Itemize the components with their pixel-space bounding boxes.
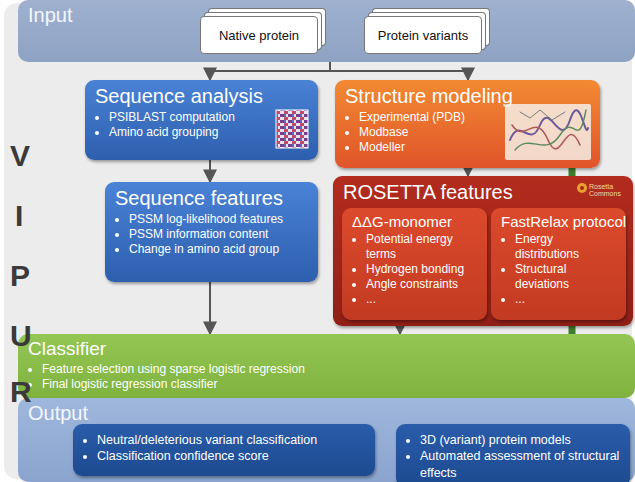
text-group: Sequence analysisPSIBLAST computationAmi… bbox=[95, 85, 308, 140]
box-title: Classifier bbox=[28, 338, 625, 360]
bullet-text: ... bbox=[515, 292, 616, 307]
bullet-text: PSSM information content bbox=[129, 227, 308, 242]
card-text: Native protein bbox=[219, 28, 299, 43]
flow-arrow bbox=[209, 160, 211, 182]
box-title: Structure modeling bbox=[345, 85, 590, 108]
bullet-list: PSSM log-likelihood featuresPSSM informa… bbox=[115, 212, 308, 257]
bullet-text: Change in amino acid group bbox=[129, 242, 308, 257]
bullet-list: 3D (variant) protein modelsAutomated ass… bbox=[406, 432, 620, 481]
rosetta-logo-icon bbox=[577, 183, 587, 193]
text-group: Native protein bbox=[219, 28, 299, 43]
card-text: Protein variants bbox=[378, 28, 468, 43]
protein-structure-icon bbox=[505, 104, 591, 160]
bullet-list: Potential energy termsHydrogen bondingAn… bbox=[352, 232, 477, 307]
feature-box: Sequence featuresPSSM log-likelihood fea… bbox=[105, 182, 318, 282]
process-box: Sequence analysisPSIBLAST computationAmi… bbox=[85, 80, 318, 160]
flow-arrow bbox=[399, 326, 401, 334]
text-group: Neutral/deleterious variant classificati… bbox=[83, 432, 365, 465]
bullet-text: 3D (variant) protein models bbox=[420, 432, 620, 448]
bullet-text: Potential energy terms bbox=[366, 232, 477, 262]
box-title: FastRelax protocol bbox=[501, 213, 616, 230]
title-letter: I bbox=[15, 200, 23, 232]
text-group: Input bbox=[28, 4, 625, 27]
bullet-text: Experimental (PDB) bbox=[359, 110, 590, 125]
text-group: ROSETTA features bbox=[343, 181, 623, 204]
text-group: FastRelax protocolEnergy distributionsSt… bbox=[501, 213, 616, 307]
bullet-text: Automated assessment of structural effec… bbox=[420, 448, 620, 481]
box-title: Sequence analysis bbox=[95, 85, 308, 108]
bullet-text: Neutral/deleterious variant classificati… bbox=[97, 432, 365, 448]
text-group: Structure modelingExperimental (PDB)Modb… bbox=[345, 85, 590, 155]
output-band: OutputNeutral/deleterious variant classi… bbox=[18, 398, 635, 482]
flow-arrow bbox=[209, 282, 211, 334]
output-box: Neutral/deleterious variant classificati… bbox=[73, 424, 375, 476]
box-title: Sequence features bbox=[115, 187, 308, 210]
bullet-text: Energy distributions bbox=[515, 232, 616, 262]
text-group: ClassifierFeature selection using sparse… bbox=[28, 338, 625, 392]
bullet-text: Amino acid grouping bbox=[109, 125, 308, 140]
bullet-text: Structural deviations bbox=[515, 262, 616, 292]
text-group: Sequence featuresPSSM log-likelihood fea… bbox=[115, 187, 308, 257]
title-letter: V bbox=[10, 140, 30, 172]
bullet-list: Experimental (PDB)ModbaseModeller bbox=[345, 110, 590, 155]
output-box: 3D (variant) protein modelsAutomated ass… bbox=[396, 424, 630, 482]
feature-group-box: ROSETTA featuresΔΔG-monomerPotential ene… bbox=[333, 176, 633, 326]
bullet-list: PSIBLAST computationAmino acid grouping bbox=[95, 110, 308, 140]
logo-text: Rosetta Commons bbox=[589, 183, 629, 198]
bullet-text: Hydrogen bonding bbox=[366, 262, 477, 277]
bullet-list: Energy distributionsStructural deviation… bbox=[501, 232, 616, 307]
flow-arrow bbox=[467, 168, 469, 176]
classifier-band: ClassifierFeature selection using sparse… bbox=[18, 334, 635, 398]
flow-arrow bbox=[330, 62, 468, 80]
input-card: Protein variants bbox=[364, 16, 482, 54]
box-title: ΔΔG-monomer bbox=[352, 213, 477, 230]
bullet-list: Neutral/deleterious variant classificati… bbox=[83, 432, 365, 465]
box-title: ROSETTA features bbox=[343, 181, 623, 204]
bullet-text: Modbase bbox=[359, 125, 590, 140]
text-group: 3D (variant) protein modelsAutomated ass… bbox=[406, 432, 620, 481]
feature-box: FastRelax protocolEnergy distributionsSt… bbox=[491, 208, 626, 320]
title-letter: U bbox=[10, 320, 32, 352]
input-card: Native protein bbox=[200, 16, 318, 54]
flow-arrow bbox=[210, 62, 330, 80]
bullet-text: PSSM log-likelihood features bbox=[129, 212, 308, 227]
bullet-text: Final logistic regression classifier bbox=[42, 377, 625, 392]
input-band: InputNative protein Protein variants bbox=[18, 0, 635, 62]
text-group: Output bbox=[28, 402, 625, 425]
text-group: Protein variants bbox=[378, 28, 468, 43]
bullet-text: PSIBLAST computation bbox=[109, 110, 308, 125]
pssm-matrix-icon bbox=[276, 110, 308, 148]
bullet-list: Feature selection using sparse logistic … bbox=[28, 362, 625, 392]
bullet-text: Feature selection using sparse logistic … bbox=[42, 362, 625, 377]
box-title: Input bbox=[28, 4, 625, 27]
feature-box: ΔΔG-monomerPotential energy termsHydroge… bbox=[342, 208, 487, 320]
title-letter: R bbox=[10, 376, 32, 408]
box-title: Output bbox=[28, 402, 625, 425]
bullet-text: Angle constraints bbox=[366, 277, 477, 292]
bullet-text: Classification confidence score bbox=[97, 448, 365, 464]
process-box: Structure modelingExperimental (PDB)Modb… bbox=[335, 80, 600, 168]
bullet-text: Modeller bbox=[359, 140, 590, 155]
title-letter: P bbox=[10, 260, 30, 292]
bullet-text: ... bbox=[366, 292, 477, 307]
text-group: ΔΔG-monomerPotential energy termsHydroge… bbox=[352, 213, 477, 307]
